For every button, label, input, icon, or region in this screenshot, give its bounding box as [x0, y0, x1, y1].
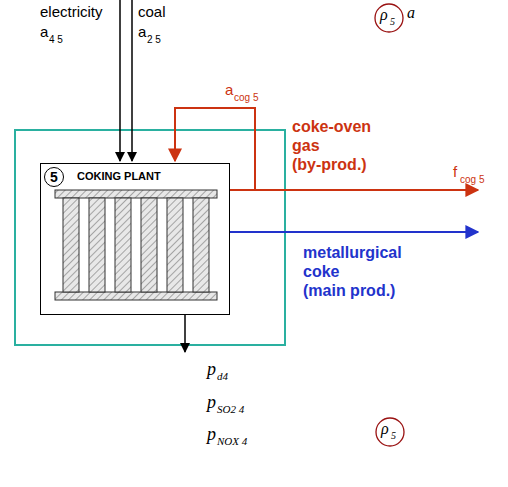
rho-symbol: ρ — [381, 420, 389, 438]
flow-symbol: a — [407, 4, 415, 22]
box-title: COKING PLANT — [77, 170, 161, 182]
emission-symbol: p — [207, 360, 216, 380]
product-name: coke — [303, 263, 339, 281]
emission-symbol: p — [207, 393, 216, 413]
flow-subscript: 2 5 — [147, 34, 161, 45]
flow-subscript: cog 5 — [234, 92, 258, 103]
callout-number: 5 — [44, 167, 64, 187]
product-name: (main prod.) — [303, 282, 395, 300]
electricity-arrow — [119, 0, 121, 161]
coke-oven-battery — [55, 190, 217, 300]
flow-symbol: a — [225, 82, 233, 99]
rho-symbol: ρ — [380, 6, 388, 24]
product-name: metallurgical — [303, 244, 402, 262]
coal-arrow — [131, 0, 133, 161]
emission-subscript: NOX 4 — [217, 435, 247, 447]
product-name: coke-oven — [292, 118, 371, 136]
flow-symbol: f — [453, 164, 457, 181]
emission-arrow — [184, 315, 186, 352]
product-name: (by-prod.) — [292, 156, 367, 174]
flow-symbol: a — [138, 24, 146, 41]
rho-subscript: 5 — [391, 430, 396, 441]
emission-subscript: SO2 4 — [217, 403, 244, 415]
coke-output-arrow — [230, 231, 478, 233]
rho-subscript: 5 — [390, 16, 395, 27]
product-name: gas — [292, 137, 320, 155]
emission-subscript: d4 — [217, 370, 228, 382]
rho-circle — [375, 4, 403, 32]
input-name: electricity — [40, 4, 103, 21]
flow-subscript: cog 5 — [460, 174, 484, 185]
flow-subscript: 4 5 — [49, 34, 63, 45]
process-box: 5 COKING PLANT — [40, 163, 230, 315]
flow-symbol: a — [40, 24, 48, 41]
input-name: coal — [138, 4, 166, 21]
gas-recycle-arrow — [175, 108, 255, 190]
rho-circle — [376, 418, 404, 446]
gas-output-arrow — [230, 189, 478, 191]
emission-symbol: p — [207, 425, 216, 445]
system-boundary — [15, 130, 285, 345]
